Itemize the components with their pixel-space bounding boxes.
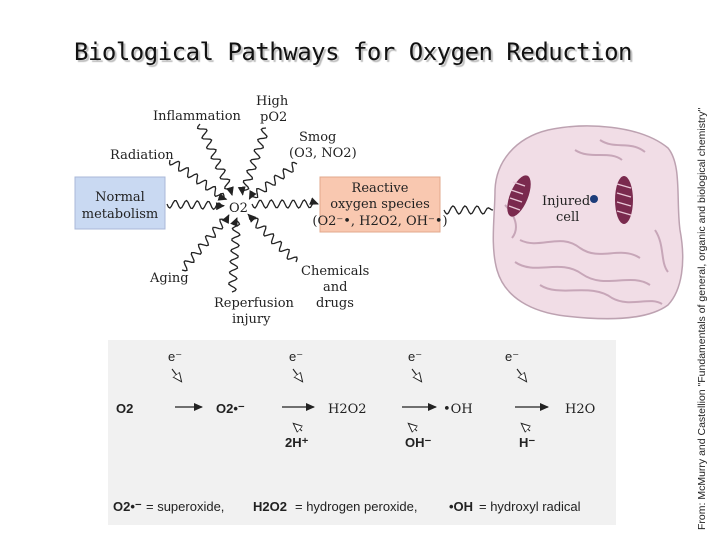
legend-peroxide-symbol: H2O2	[253, 499, 287, 514]
byproduct-h: H⁻	[519, 435, 535, 450]
electron-arrow-4	[516, 368, 526, 381]
label-reperfusion-2: injury	[232, 312, 271, 327]
page-title: Biological Pathways for Oxygen Reduction	[74, 38, 632, 66]
legend-radical-symbol: •OH	[449, 499, 473, 514]
species-water: H2O	[565, 402, 595, 417]
label-inflammation: Inflammation	[153, 109, 242, 124]
label-smog-2: (O3, NO2)	[289, 146, 357, 161]
normal-metabolism-label: Normal	[95, 190, 145, 205]
legend-peroxide-text: = hydrogen peroxide,	[295, 499, 418, 514]
label-high-po2: High	[256, 94, 289, 109]
injured-cell-label: Injured	[542, 194, 590, 209]
cell-membrane	[492, 125, 684, 320]
normal-metabolism-box	[74, 176, 166, 230]
wave-arrow-aging	[181, 214, 230, 272]
label-reperfusion: Reperfusion	[214, 296, 295, 311]
reaction-sequence: O2 O2•⁻ H2O2 •OH H2O e⁻ e⁻ e⁻ e⁻ 2H⁺ OH⁻…	[116, 349, 595, 450]
species-o2: O2	[116, 401, 133, 416]
wave-arrow-reperfusion	[228, 217, 241, 293]
wave-arrow-chemicals	[247, 213, 298, 263]
legend-radical-text: = hydroxyl radical	[479, 499, 581, 514]
byproduct-2h: 2H⁺	[285, 435, 309, 450]
label-chemicals-3: drugs	[316, 296, 354, 311]
species-hydroxyl: •OH	[443, 402, 473, 417]
byproduct-arrow-3	[522, 424, 530, 431]
wave-arrow-to-cell	[443, 205, 494, 215]
electron-arrow-3	[411, 368, 421, 381]
electron-4: e⁻	[505, 349, 519, 364]
wave-arrow-high-po2	[237, 127, 268, 196]
wave-arrow-inflammation	[196, 123, 234, 197]
wave-arrow-normal-metabolism	[166, 199, 225, 211]
wave-arrow-smog	[248, 161, 298, 200]
injured-cell: Injured cell	[492, 125, 684, 320]
legend-superoxide-symbol: O2•⁻	[113, 499, 142, 514]
label-chemicals: Chemicals	[301, 264, 369, 279]
injured-cell-label-2: cell	[556, 210, 579, 225]
label-chemicals-2: and	[323, 280, 347, 295]
legend: O2•⁻ = superoxide, H2O2 = hydrogen perox…	[113, 499, 581, 514]
wave-arrow-radiation	[168, 159, 228, 201]
normal-metabolism-label-2: metabolism	[82, 207, 158, 222]
wavy-arrows	[166, 123, 494, 293]
wave-arrow-to-ros	[251, 197, 319, 209]
electron-arrow-2	[292, 368, 302, 381]
mitochondrion-left	[507, 175, 531, 217]
electron-1: e⁻	[168, 349, 182, 364]
byproduct-arrow-2	[409, 424, 417, 431]
mitochondrion-right	[615, 176, 633, 224]
label-high-po2-2: pO2	[260, 110, 287, 125]
ros-box	[319, 176, 441, 233]
ros-label-3: (O2⁻•, H2O2, OH⁻•)	[312, 214, 447, 229]
center-o2-label: O2	[229, 201, 248, 216]
byproduct-arrow-1	[294, 424, 302, 431]
species-h2o2: H2O2	[328, 402, 367, 417]
electron-2: e⁻	[289, 349, 303, 364]
label-radiation: Radiation	[110, 148, 174, 163]
nucleus-dot	[590, 195, 598, 203]
species-superoxide: O2•⁻	[216, 401, 245, 416]
electron-arrow-1	[171, 368, 181, 381]
label-smog: Smog	[299, 130, 336, 145]
legend-superoxide-text: = superoxide,	[146, 499, 224, 514]
ros-label-1: Reactive	[352, 181, 409, 196]
electron-3: e⁻	[408, 349, 422, 364]
reaction-panel	[108, 340, 616, 525]
label-aging: Aging	[149, 271, 189, 286]
byproduct-oh: OH⁻	[405, 435, 432, 450]
ros-label-2: oxygen species	[330, 197, 430, 212]
